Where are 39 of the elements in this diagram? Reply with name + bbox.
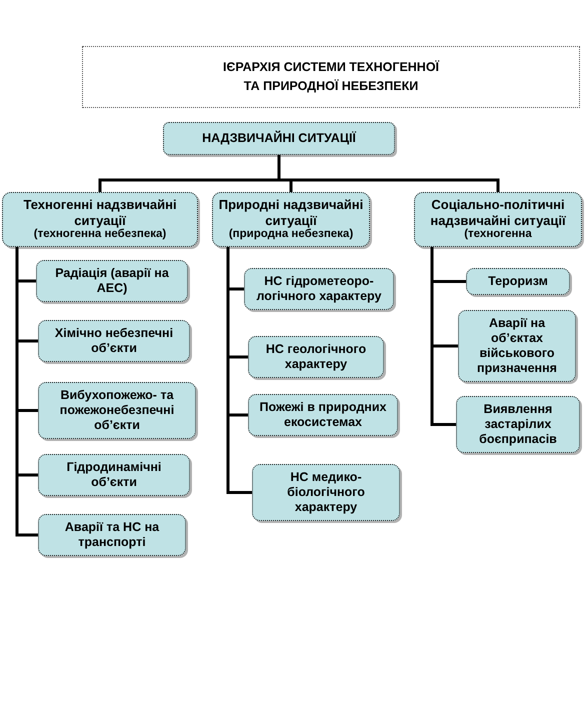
box-label: НАДЗВИЧАЙНІ СИТУАЦІЇ [202,131,356,146]
box-label: НС гідрометеоро- логічного характеру [256,274,382,304]
box-label: Хімічно небезпечні об’єкти [54,326,174,356]
box-label: Аварії та НС на транспорті [64,520,160,550]
subcategory-box [38,320,190,362]
box-subtitle: (техногенна [464,228,532,242]
box-label: Соціально-політичні надзвичайні ситуації [429,197,567,228]
category-box [2,192,198,247]
diagram-title: ІЄРАРХІЯ СИСТЕМИ ТЕХНОГЕННОЇ ТА ПРИРОДНОЇ НЕБЕЗПЕКИ [222,59,440,95]
connector-line [16,246,38,536]
root-box [163,122,395,155]
subcategory-box [248,336,384,378]
box-label: НС медико- біологічного характеру [286,470,366,515]
category-box [212,192,370,247]
box-label: Пожежі в природних екосистемах [258,400,388,430]
subcategory-box [38,382,196,439]
box-label: Тероризм [488,274,548,289]
subcategory-box [38,454,190,496]
connector-line [226,246,252,494]
subcategory-box [248,394,398,436]
subcategory-box [458,310,576,382]
subcategory-box [252,464,400,521]
box-label: Радіація (аварії на АЕС) [54,266,170,296]
box-label: Аварії на об’єктах військового призначення [476,316,558,376]
box-label: Вибухопожежо- та пожежонебезпечні об’єкти [58,388,176,433]
connector-line [278,155,500,192]
box-subtitle: (природна небезпека) [228,228,354,242]
box-subtitle: (техногенна небезпека) [34,228,166,242]
box-label: Техногенні надзвичайні ситуації [22,197,178,228]
subcategory-box [36,260,188,302]
box-label: НС геологічного характеру [264,342,368,372]
subcategory-box [456,396,580,453]
box-label: Виявлення застарілих боєприпасів [478,402,558,447]
subcategory-box [466,268,570,295]
box-label: Природні надзвичайні ситуації [218,197,364,228]
subcategory-box [38,514,186,556]
subcategory-box [244,268,394,310]
box-label: Гідродинамічні об’єкти [66,460,162,490]
category-box [414,192,582,247]
